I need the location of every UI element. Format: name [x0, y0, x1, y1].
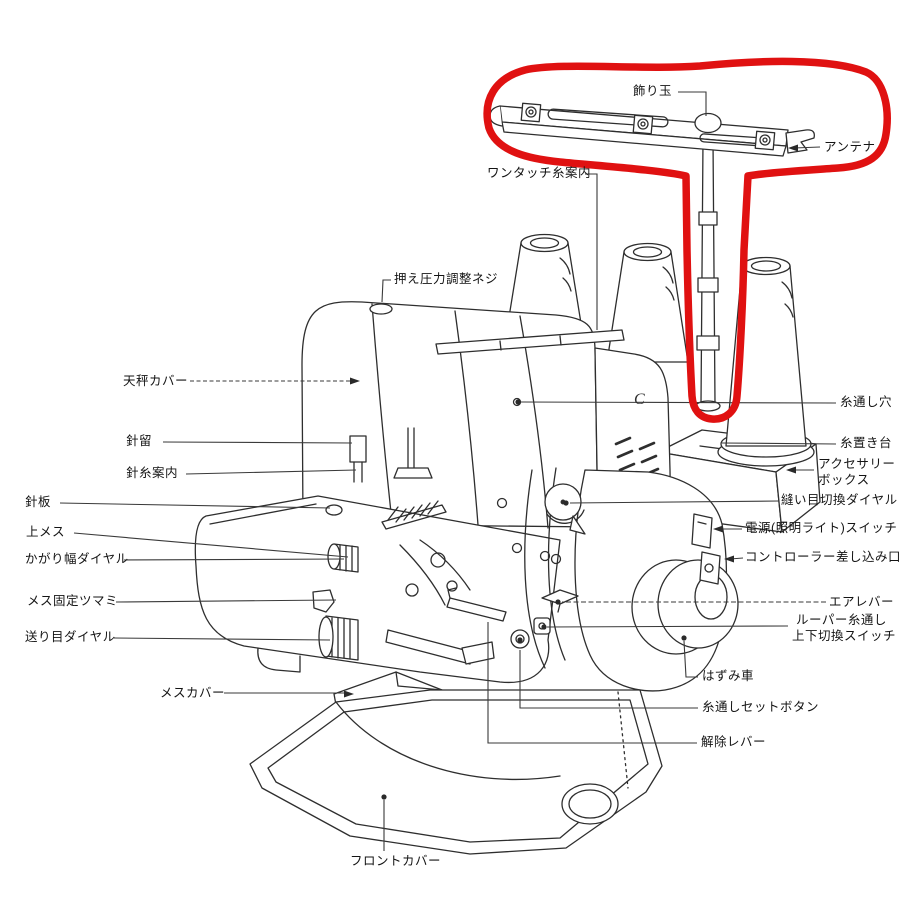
stitch-change-dial-shape — [544, 483, 586, 535]
front-cover-shape — [249, 689, 663, 855]
one-touch-thread-guide-shape — [435, 329, 625, 355]
label-spool-rest: 糸置き台 — [840, 436, 893, 450]
label-air-lever: エアレバー — [829, 595, 895, 609]
label-kazaridama: 飾り玉 — [633, 84, 673, 98]
label-knife-fixing-knob: メス固定ツマミ — [27, 594, 119, 608]
decorative-ball — [694, 112, 722, 134]
label-needle-thread-guide: 針糸案内 — [126, 466, 179, 480]
power-switch-shape — [691, 513, 713, 549]
red-annotation-circle — [483, 57, 891, 423]
label-feed-dial: 送り目ダイヤル — [25, 630, 116, 644]
label-handwheel: はずみ車 — [702, 669, 755, 683]
label-upper-knife: 上メス — [26, 525, 66, 539]
label-release-lever: 解除レバー — [701, 735, 767, 749]
label-stitch-change-dial: 縫い目切換ダイヤル — [781, 493, 898, 507]
label-threading-hole: 糸通し穴 — [840, 395, 893, 409]
release-lever-shape — [446, 587, 507, 622]
label-accessory-box-line2: ボックス — [818, 473, 870, 487]
controller-socket-shape — [699, 551, 721, 585]
antenna-bar — [489, 102, 815, 157]
label-knife-cover: メスカバー — [160, 686, 226, 700]
label-front-cover: フロントカバー — [350, 854, 442, 868]
telescopic-pole — [695, 131, 721, 412]
label-needle-plate: 針板 — [25, 495, 52, 509]
leader-dots — [381, 399, 687, 800]
label-power-switch: 電源(照明ライト)スイッチ — [745, 521, 898, 535]
needle-area-mechanism — [349, 427, 562, 606]
label-presser-pressure-screw: 押え圧力調整ネジ — [394, 272, 499, 286]
feed-dial-shape — [318, 615, 359, 661]
label-looper-threader-line2: 上下切換スイッチ — [792, 629, 897, 643]
thread-guide-clip-icon — [754, 130, 776, 151]
label-needle-clamp: 針留 — [126, 434, 153, 448]
leader-lines — [59, 91, 837, 851]
label-controller-socket: コントローラー差し込み口 — [745, 550, 900, 564]
label-antenna: アンテナ — [824, 140, 876, 154]
label-overcast-width-dial: かがり幅ダイヤル — [25, 552, 129, 566]
label-tenbin-cover: 天秤カバー — [123, 374, 189, 388]
body-mark-text: C — [634, 391, 645, 408]
label-accessory-box-line1: アクセサリー — [818, 457, 896, 471]
presser-screw-shape — [369, 303, 393, 315]
overcast-width-dial-shape — [327, 543, 359, 573]
leader-arrows — [344, 144, 798, 698]
knife-fixing-knob-shape — [312, 589, 335, 613]
label-one-touch-thread-guide: ワンタッチ糸案内 — [487, 166, 592, 180]
thread-guide-clip-icon — [520, 102, 542, 123]
label-looper-threader-line1: ルーパー糸通し — [796, 613, 887, 627]
label-threader-set-button: 糸通しセットボタン — [702, 700, 820, 714]
thread-guide-clip-icon — [632, 114, 654, 135]
thread-cone — [606, 242, 689, 363]
